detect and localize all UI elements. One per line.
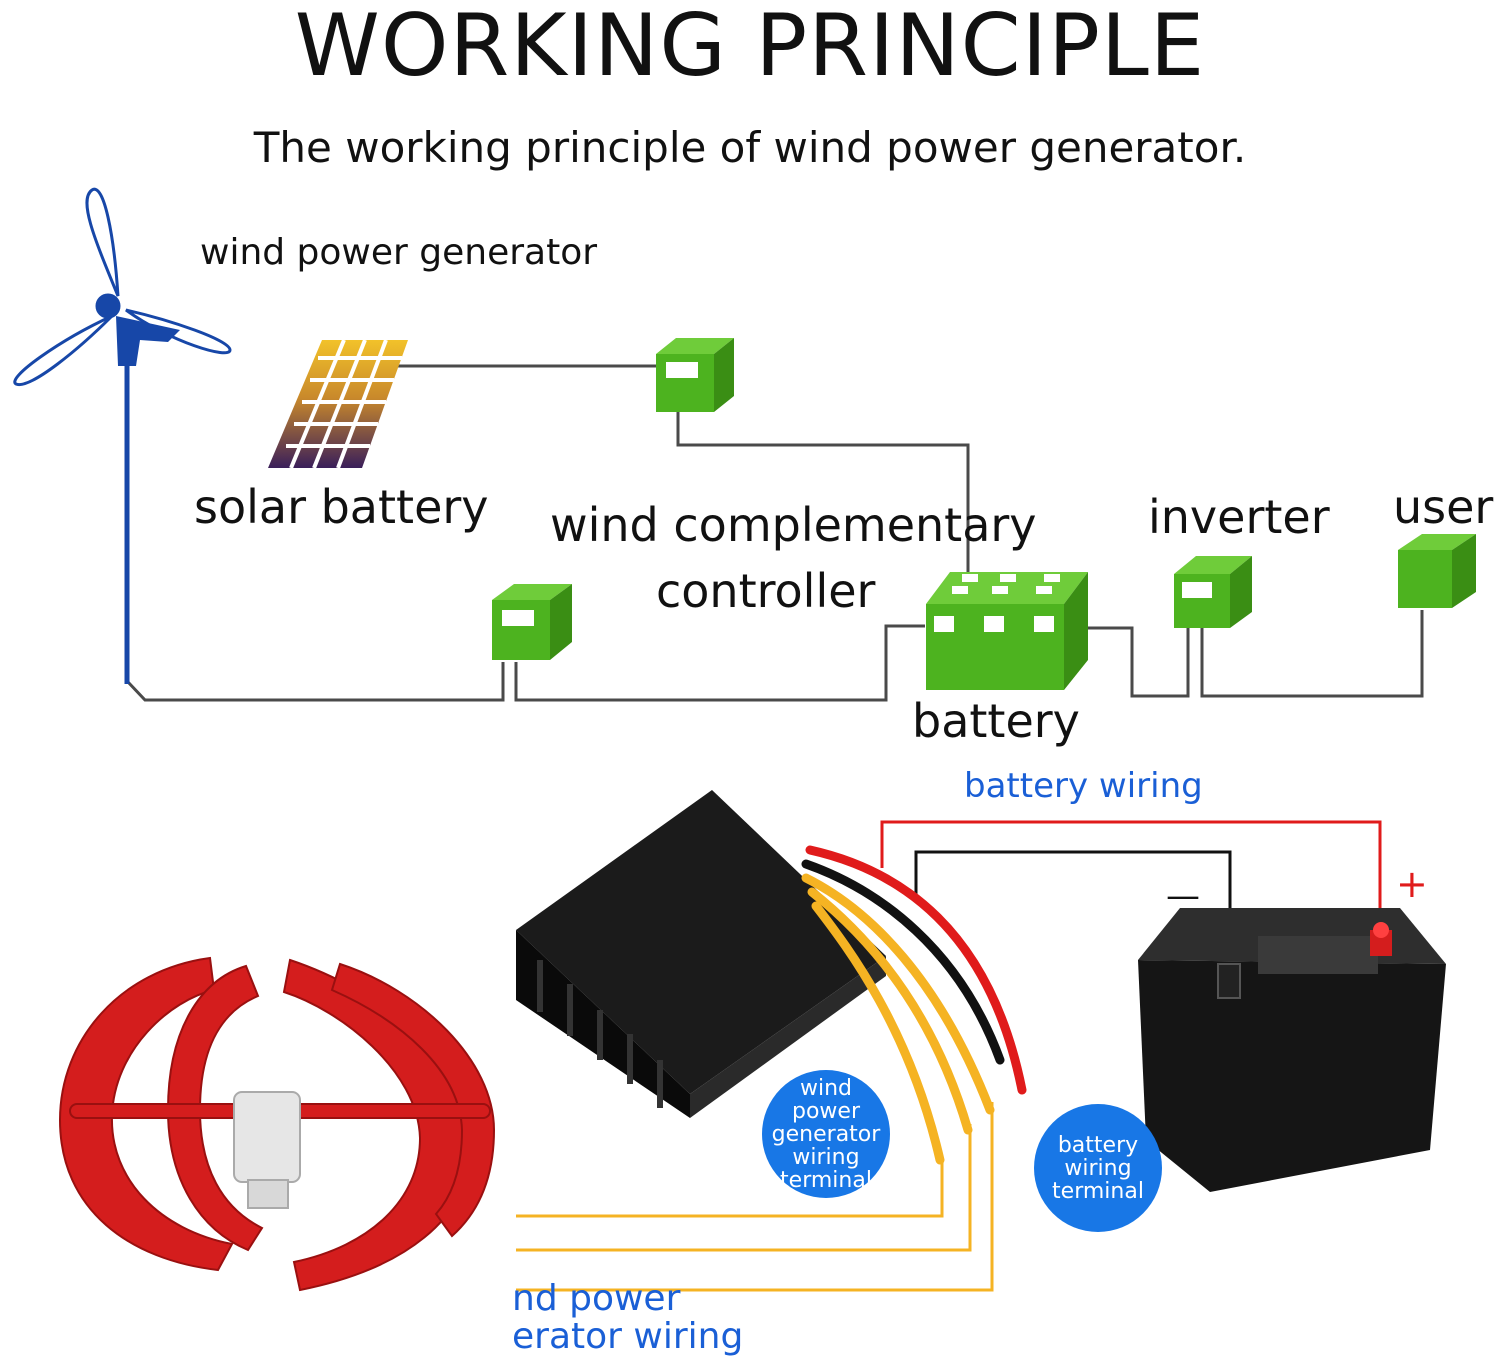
user-box-icon [1398,534,1476,608]
badge-text: power [792,1098,860,1124]
label-generator-wiring-line1: nd power [512,1278,681,1319]
solar-controller-box-icon [492,584,572,660]
wind-controller-box-icon [656,338,734,412]
badge-text: battery [1057,1132,1139,1158]
label-wind-power-generator: wind power generator [200,232,598,273]
inverter-box-icon [1174,556,1252,628]
label-minus-sign: — [1166,876,1200,916]
page-title: WORKING PRINCIPLE [294,0,1206,96]
badge-wind-generator-terminal: wind power generator wiring terminal [762,1070,890,1198]
controller-unit-icon [516,790,886,1118]
label-inverter: inverter [1148,490,1330,544]
solar-panel-icon [268,339,408,469]
badge-text: terminal [780,1167,872,1193]
label-controller-line1: wind complementary [550,498,1037,552]
lantern-turbine-icon [58,956,496,1292]
label-generator-wiring-line2: erator wiring [512,1316,744,1357]
badge-text: wiring [1064,1155,1132,1181]
label-battery: battery [912,694,1080,748]
page-subtitle: The working principle of wind power gene… [253,123,1247,172]
badge-text: generator [771,1121,881,1147]
label-user: user [1393,480,1494,534]
wire-bundle [801,845,1027,1165]
generator-wiring-lines [516,1102,994,1292]
badge-battery-terminal: battery wiring terminal [1034,1104,1162,1232]
badge-text: terminal [1052,1178,1144,1204]
label-plus-sign: + [1396,862,1428,906]
badge-text: wiring [792,1144,860,1170]
battery-wires [880,820,1382,960]
label-battery-wiring: battery wiring [964,766,1203,806]
wind-turbine-icon [13,187,232,684]
turbine-hub-icon [233,1091,301,1209]
car-battery-icon [1138,908,1446,1192]
badge-text: wind [799,1075,852,1101]
label-solar-battery: solar battery [194,480,489,534]
connection-lines [126,364,1424,702]
label-controller-line2: controller [656,564,876,618]
battery-box-icon [926,572,1088,690]
